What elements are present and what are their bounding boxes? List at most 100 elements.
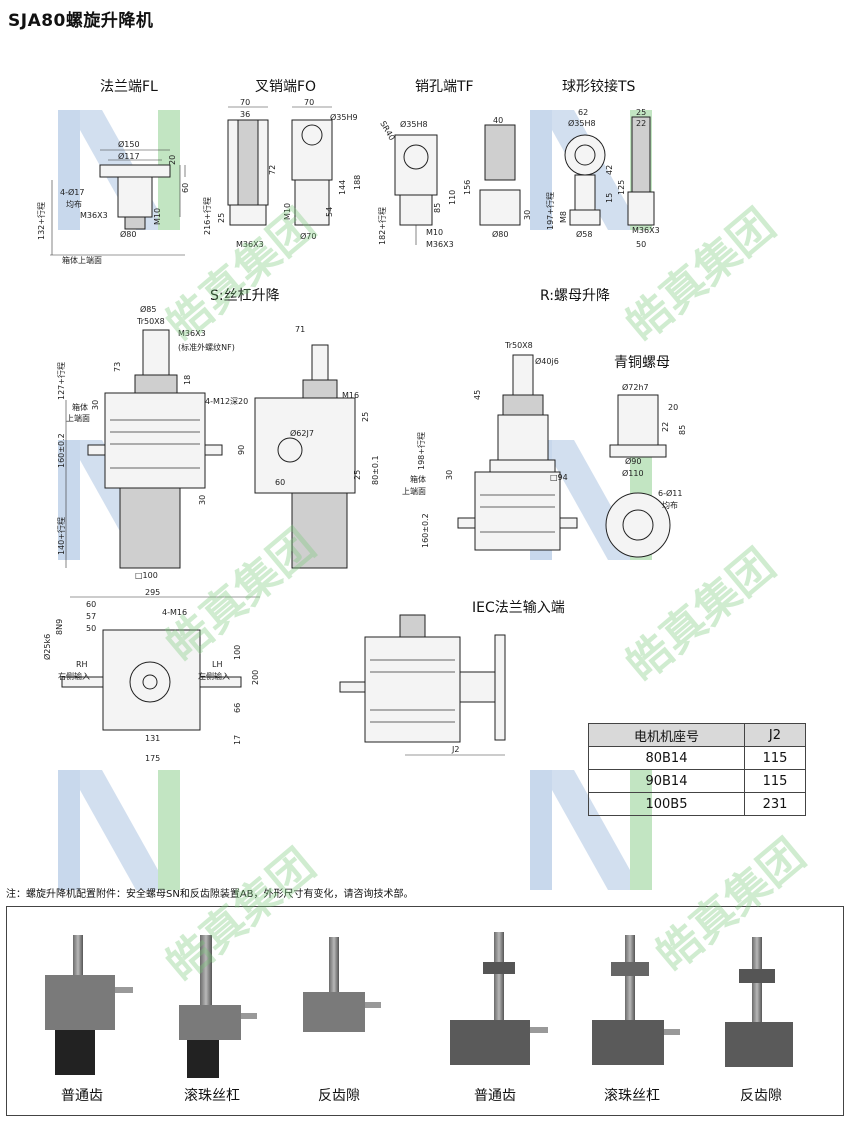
svg-text:30: 30: [445, 470, 454, 480]
svg-text:Ø80: Ø80: [120, 229, 136, 239]
svg-text:Ø80: Ø80: [492, 229, 508, 239]
base-plan-drawing: 295 60 57 50 8N9 Ø25k6 4-M16 RH 右侧输入 LH …: [42, 588, 260, 763]
svg-text:188: 188: [353, 175, 362, 190]
svg-text:Ø90: Ø90: [625, 456, 641, 466]
product-photos-art: [45, 932, 793, 1078]
svg-text:22: 22: [636, 119, 646, 128]
svg-text:箱体上端面: 箱体上端面: [62, 255, 102, 265]
svg-text:110: 110: [448, 190, 457, 205]
tf-drawing: Ø35H8 40 85 110 156 182+行程 M10 M36X3 30 …: [377, 116, 532, 249]
heading-tf: 销孔端TF: [415, 79, 474, 95]
svg-text:Ø35H9: Ø35H9: [330, 112, 358, 122]
svg-text:Ø70: Ø70: [300, 231, 316, 241]
svg-text:RH: RH: [76, 660, 88, 669]
heading-ts: 球形铰接TS: [562, 79, 636, 95]
svg-text:70: 70: [304, 98, 314, 107]
s-lift-drawing: Ø85 Tr50X8 M36X3 (标准外螺纹NF) 73 18 127+行程 …: [56, 304, 380, 580]
svg-text:160±0.2: 160±0.2: [57, 433, 66, 468]
photo-caption: 反齿隙: [740, 1088, 782, 1104]
table-header: 电机机座号: [588, 723, 745, 747]
svg-text:90: 90: [237, 445, 246, 455]
svg-text:198+行程: 198+行程: [416, 432, 426, 470]
svg-text:131: 131: [145, 734, 160, 743]
table-row: 90B14 115: [588, 769, 807, 793]
r-lift-drawing: Tr50X8 Ø40j6 45 198+行程 30 箱体 上端面 □94 160…: [402, 341, 687, 558]
svg-text:36: 36: [240, 110, 250, 119]
table-row: 100B5 231: [588, 792, 807, 816]
svg-text:60: 60: [275, 478, 285, 487]
svg-text:Ø150: Ø150: [118, 139, 140, 149]
svg-text:箱体: 箱体: [410, 474, 426, 484]
svg-text:上端面: 上端面: [402, 486, 426, 496]
svg-text:右侧输入: 右侧输入: [58, 671, 90, 681]
svg-text:30: 30: [198, 495, 207, 505]
svg-text:60: 60: [86, 600, 96, 609]
photo-3: [303, 937, 381, 1032]
svg-text:127+行程: 127+行程: [56, 362, 66, 400]
photo-caption: 滚珠丝杠: [184, 1088, 240, 1104]
svg-text:M36X3: M36X3: [236, 240, 264, 249]
svg-text:72: 72: [268, 165, 277, 175]
svg-text:216+行程: 216+行程: [202, 197, 212, 235]
svg-text:M36X3: M36X3: [178, 329, 206, 338]
svg-text:80±0.1: 80±0.1: [371, 455, 380, 485]
photo-caption: 滚珠丝杠: [604, 1088, 660, 1104]
svg-text:197+行程: 197+行程: [545, 192, 555, 230]
end-fittings-drawing: Ø150 Ø117 20 60 4-Ø17 均布 M36X3 M10 Ø80 1…: [36, 98, 660, 265]
svg-text:M10: M10: [426, 228, 443, 237]
photo-caption: 普通齿: [474, 1088, 516, 1104]
svg-text:J2: J2: [451, 745, 459, 754]
svg-text:160±0.2: 160±0.2: [421, 513, 430, 548]
svg-text:50: 50: [86, 624, 96, 633]
svg-text:Ø40j6: Ø40j6: [535, 356, 559, 366]
svg-text:Ø110: Ø110: [622, 468, 644, 478]
svg-text:4-M16: 4-M16: [162, 608, 187, 617]
svg-text:20: 20: [668, 403, 678, 412]
table-row: 80B14 115: [588, 746, 807, 770]
svg-text:66: 66: [233, 703, 242, 713]
svg-text:SR40: SR40: [378, 120, 396, 143]
svg-text:200: 200: [251, 670, 260, 685]
svg-text:175: 175: [145, 754, 160, 763]
svg-text:25: 25: [636, 108, 646, 117]
page-title: SJA80螺旋升降机: [8, 11, 154, 31]
svg-text:Ø25k6: Ø25k6: [42, 634, 52, 660]
heading-bronze-nut: 青铜螺母: [614, 355, 670, 371]
svg-text:Ø72h7: Ø72h7: [622, 382, 649, 392]
svg-text:25: 25: [217, 213, 226, 223]
svg-text:M16: M16: [342, 391, 359, 400]
svg-text:M36X3: M36X3: [80, 211, 108, 220]
svg-text:40: 40: [493, 116, 503, 125]
svg-text:4-Ø17: 4-Ø17: [60, 187, 84, 197]
svg-text:M10: M10: [153, 208, 162, 225]
svg-text:295: 295: [145, 588, 160, 597]
svg-text:70: 70: [240, 98, 250, 107]
svg-text:□94: □94: [550, 473, 568, 482]
svg-text:20: 20: [168, 155, 177, 165]
photo-4: [450, 932, 548, 1065]
svg-text:54: 54: [325, 207, 334, 217]
svg-text:Ø117: Ø117: [118, 151, 140, 161]
photo-5: [592, 935, 680, 1065]
fl-drawing: Ø150 Ø117 20 60 4-Ø17 均布 M36X3 M10 Ø80 1…: [36, 139, 190, 265]
svg-text:182+行程: 182+行程: [377, 207, 387, 245]
svg-text:8N9: 8N9: [55, 619, 64, 635]
svg-text:17: 17: [233, 735, 242, 745]
svg-text:42: 42: [605, 165, 614, 175]
svg-text:Tr50X8: Tr50X8: [136, 317, 165, 326]
table-header: J2: [743, 723, 807, 747]
svg-text:132+行程: 132+行程: [36, 202, 46, 240]
svg-text:15: 15: [605, 193, 614, 203]
product-photos: 普通齿 滚珠丝杠 反齿隙 普通齿 滚珠丝杠 反齿隙: [6, 906, 844, 1116]
svg-text:57: 57: [86, 612, 96, 621]
svg-text:140+行程: 140+行程: [56, 517, 66, 555]
svg-text:上端面: 上端面: [66, 413, 90, 423]
heading-iec: IEC法兰输入端: [472, 600, 565, 616]
heading-fo: 叉销端FO: [255, 79, 317, 95]
svg-text:30: 30: [91, 400, 100, 410]
svg-text:156: 156: [463, 180, 472, 195]
fo-drawing: 70 36 70 Ø35H9 72 144 188 216+行程 25 M10 …: [202, 98, 396, 249]
photo-2: [179, 935, 257, 1078]
svg-text:M10: M10: [283, 203, 292, 220]
svg-text:30: 30: [523, 210, 532, 220]
